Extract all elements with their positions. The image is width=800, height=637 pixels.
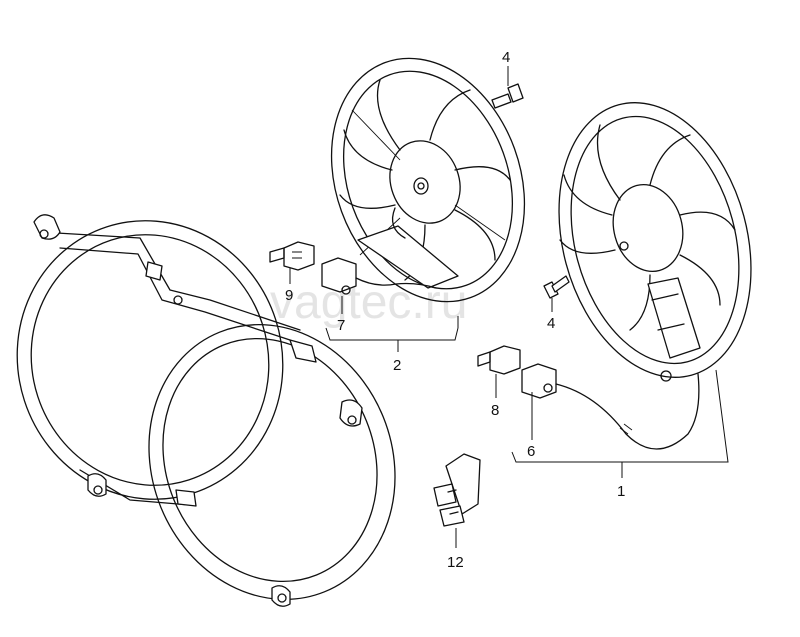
connector-8 (477, 345, 521, 375)
label-9: 9 (285, 287, 293, 304)
label-2: 2 (393, 357, 401, 374)
clip-12 (433, 453, 481, 527)
fan-small (330, 57, 526, 303)
connector-7 (321, 257, 437, 295)
connector-6 (521, 363, 700, 450)
connector-9 (269, 241, 315, 271)
bolt-upper (491, 83, 524, 109)
fan-large (558, 102, 752, 382)
label-6: 6 (527, 443, 535, 460)
bracket-2 (325, 327, 459, 341)
label-7: 7 (337, 317, 345, 334)
label-4-lower: 4 (547, 315, 555, 332)
label-1: 1 (617, 483, 625, 500)
fan-shroud (16, 214, 396, 607)
bolt-lower (543, 275, 570, 299)
label-8: 8 (491, 402, 499, 419)
label-4-upper: 4 (502, 49, 510, 66)
label-12: 12 (447, 554, 464, 571)
